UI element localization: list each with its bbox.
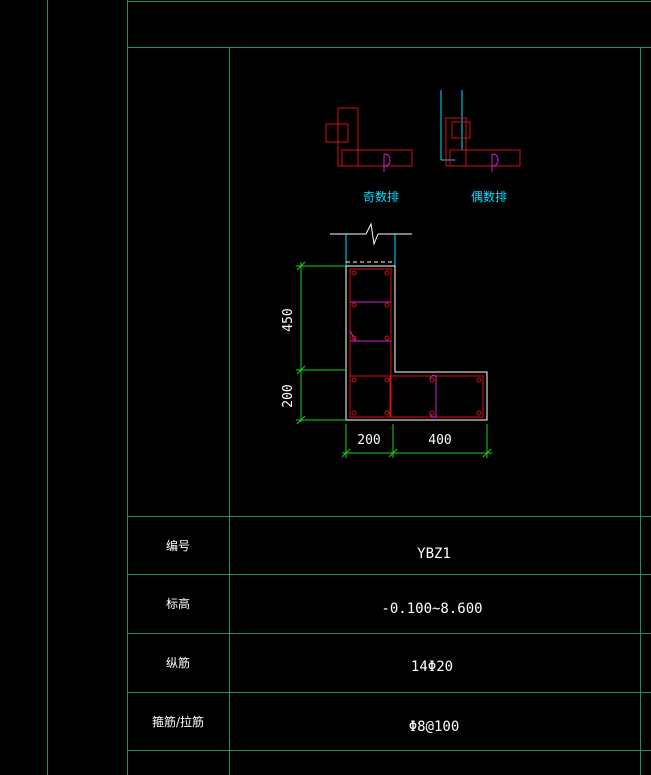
frame-lines [47,0,651,775]
odd-row-label: 奇数排 [363,189,399,204]
row-value-longitudinal: 14Φ20 [411,659,453,675]
even-row-label: 偶数排 [471,189,507,204]
horizontal-dimension [341,424,492,458]
dimension-200-horizontal: 200 [357,433,380,448]
row-value-elevation: -0.100~8.600 [381,601,482,617]
row-label-longitudinal: 纵筋 [166,655,190,670]
l-column-section [330,222,488,421]
table-row: 箍筋/拉筋 Φ8@100 [152,714,459,735]
table-row: 标高 -0.100~8.600 [166,596,483,617]
dimension-400: 400 [428,433,451,448]
row-label-number: 编号 [166,538,190,553]
dimension-450: 450 [281,308,296,331]
table-row: 编号 YBZ1 [166,538,451,562]
odd-row-detail [325,107,413,172]
table-row: 纵筋 14Φ20 [166,655,453,675]
row-value-number: YBZ1 [417,546,451,562]
dimension-200-vertical: 200 [281,384,296,407]
row-label-stirrup: 箍筋/拉筋 [152,714,204,729]
even-row-detail [440,90,521,172]
vertical-dimension [296,261,346,425]
row-value-stirrup: Φ8@100 [409,719,460,735]
row-label-elevation: 标高 [166,596,190,611]
